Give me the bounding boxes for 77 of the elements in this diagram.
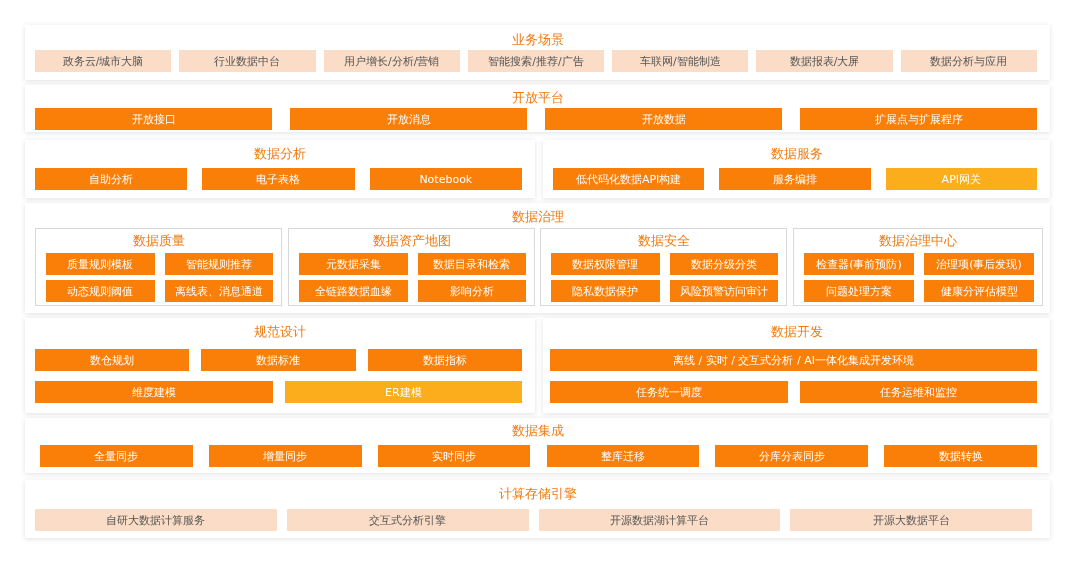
panel-title: 数据资产地图 bbox=[371, 233, 452, 249]
layer-panel bbox=[25, 418, 1050, 473]
layer-panel bbox=[25, 140, 535, 198]
panel-title: 数据质量 bbox=[131, 233, 186, 249]
module-block: 行业数据中台 bbox=[179, 50, 316, 72]
module-block: 任务统一调度 bbox=[550, 381, 788, 403]
module-block: 元数据采集 bbox=[299, 253, 408, 275]
panel-title: 数据集成 bbox=[510, 423, 565, 439]
module-block: 智能规则推荐 bbox=[164, 253, 273, 275]
module-block: 离线 / 实时 / 交互式分析 / AI一体化集成开发环境 bbox=[550, 349, 1037, 371]
module-block: 检查器(事前预防) bbox=[804, 253, 914, 275]
module-block: 开源数据湖计算平台 bbox=[538, 509, 781, 531]
module-block: 增量同步 bbox=[208, 445, 362, 467]
module-block: 智能搜索/推荐/广告 bbox=[467, 50, 605, 72]
module-block: 扩展点与扩展程序 bbox=[800, 108, 1037, 130]
module-block: 问题处理方案 bbox=[804, 280, 914, 302]
module-block: 数仓规划 bbox=[35, 349, 190, 371]
module-block: 开放消息 bbox=[290, 108, 527, 130]
panel-title: 数据分析 bbox=[253, 146, 307, 162]
module-block: Notebook bbox=[369, 168, 522, 190]
module-block: 开放接口 bbox=[35, 108, 272, 130]
group-panel bbox=[288, 228, 535, 306]
panel-title: 规范设计 bbox=[253, 324, 307, 340]
layer-panel bbox=[25, 480, 1050, 538]
module-block: 实时同步 bbox=[377, 445, 531, 467]
module-block: 维度建模 bbox=[35, 381, 273, 403]
layer-panel bbox=[25, 203, 1050, 313]
layer-panel bbox=[25, 25, 1050, 80]
module-block: 任务运维和监控 bbox=[799, 381, 1037, 403]
module-block: 数据目录和检索 bbox=[417, 253, 526, 275]
module-block: 用户增长/分析/营销 bbox=[323, 50, 460, 72]
module-block: 隐私数据保护 bbox=[551, 280, 660, 302]
module-block: 开源大数据平台 bbox=[790, 509, 1032, 531]
module-block: 全链路数据血缘 bbox=[299, 280, 408, 302]
module-block: 健康分评估模型 bbox=[924, 280, 1034, 302]
module-block: ER建模 bbox=[284, 381, 522, 403]
module-block: 自助分析 bbox=[35, 168, 188, 190]
module-block: 数据标准 bbox=[201, 349, 356, 371]
layer-panel bbox=[543, 140, 1050, 198]
panel-title: 数据治理 bbox=[510, 209, 565, 225]
module-block: API网关 bbox=[885, 168, 1037, 190]
module-block: 数据分级分类 bbox=[669, 253, 778, 275]
layer-panel bbox=[25, 318, 535, 413]
group-panel bbox=[540, 228, 787, 306]
module-block: 全量同步 bbox=[40, 445, 193, 467]
module-block: 服务编排 bbox=[719, 168, 871, 190]
layer-panel bbox=[25, 85, 1050, 132]
module-block: 开放数据 bbox=[545, 108, 782, 130]
panel-title: 数据开发 bbox=[769, 324, 824, 340]
panel-title: 数据安全 bbox=[636, 233, 691, 249]
module-block: 离线表、消息通道 bbox=[164, 280, 273, 302]
layer-panel bbox=[543, 318, 1050, 413]
panel-title: 计算存储引擎 bbox=[497, 486, 578, 502]
module-block: 低代码化数据API构建 bbox=[553, 168, 705, 190]
module-block: 数据指标 bbox=[367, 349, 522, 371]
panel-title: 数据服务 bbox=[769, 146, 824, 162]
module-block: 数据权限管理 bbox=[551, 253, 660, 275]
panel-title: 开放平台 bbox=[510, 90, 565, 106]
module-block: 分库分表同步 bbox=[715, 445, 869, 467]
module-block: 数据分析与应用 bbox=[900, 50, 1037, 72]
module-block: 动态规则阈值 bbox=[46, 280, 155, 302]
panel-title: 业务场景 bbox=[510, 32, 565, 48]
panel-title: 数据治理中心 bbox=[878, 233, 958, 249]
module-block: 影响分析 bbox=[417, 280, 526, 302]
module-block: 质量规则模板 bbox=[46, 253, 155, 275]
module-block: 自研大数据计算服务 bbox=[35, 509, 277, 531]
module-block: 电子表格 bbox=[202, 168, 355, 190]
module-block: 整库迁移 bbox=[546, 445, 700, 467]
module-block: 数据转换 bbox=[884, 445, 1037, 467]
module-block: 风险预警访问审计 bbox=[669, 280, 778, 302]
group-panel bbox=[793, 228, 1043, 306]
module-block: 治理项(事后发现) bbox=[924, 253, 1034, 275]
module-block: 数据报表/大屏 bbox=[756, 50, 893, 72]
module-block: 交互式分析引擎 bbox=[286, 509, 529, 531]
group-panel bbox=[35, 228, 282, 306]
module-block: 政务云/城市大脑 bbox=[35, 50, 172, 72]
module-block: 车联网/智能制造 bbox=[612, 50, 749, 72]
